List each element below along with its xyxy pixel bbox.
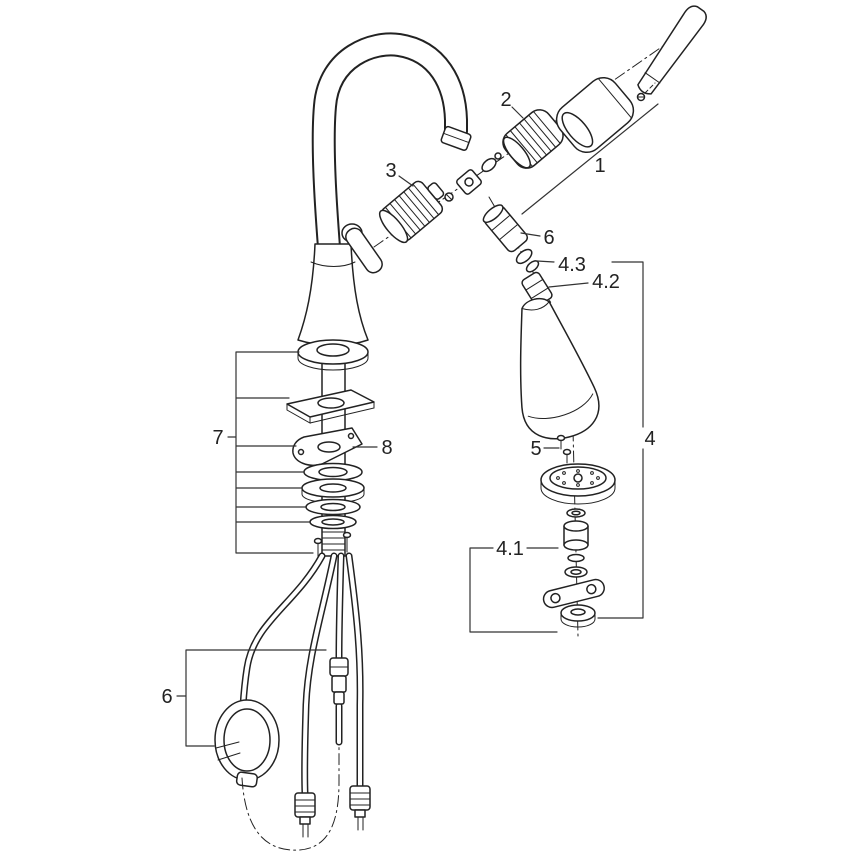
callout-1: 1: [594, 155, 605, 177]
spray-face-thickness: [540, 479, 616, 505]
callout-4-2: 4.2: [592, 271, 620, 293]
cartridge-nut: [456, 169, 482, 195]
washer-hole: [318, 466, 348, 478]
aerator-tip: [440, 125, 472, 151]
head-adapter: [521, 271, 553, 307]
callout-6-upper: 6: [543, 227, 554, 249]
callout-4-3: 4.3: [558, 254, 586, 276]
side-lever: [345, 227, 383, 274]
stack-washer-hole: [571, 510, 581, 516]
leader-1: [521, 103, 659, 215]
callout-6-lower: 6: [161, 686, 172, 708]
callout-5: 5: [530, 438, 541, 460]
deck-plate-edge: [286, 401, 375, 424]
hose-coupling: [482, 204, 529, 253]
supply-nut-1-hatch: [294, 799, 316, 813]
leader-6-upper: [520, 232, 541, 237]
leader-4-2: [548, 282, 589, 288]
faucet-body-group: [297, 32, 472, 346]
handle-screw-axis: [644, 82, 656, 94]
washer-hole: [320, 502, 346, 512]
supply-nut-2: [349, 785, 371, 811]
hose-quick-connector-mid: [331, 675, 347, 693]
supply-nut-1-neck: [299, 816, 311, 825]
supply-tail-2: [357, 816, 364, 831]
callout-4: 4: [644, 428, 655, 450]
escutcheon-thickness: [297, 351, 369, 371]
stack-disc-hole: [570, 608, 586, 616]
stack-washer: [567, 553, 585, 563]
callout-7: 7: [212, 427, 223, 449]
body-seam: [310, 261, 356, 267]
callout-8: 8: [381, 437, 392, 459]
mounting-arm: [542, 578, 605, 609]
stack-ring-hole: [570, 569, 582, 575]
tiny-screw: [494, 152, 502, 160]
supply-hose-2-inner: [347, 554, 363, 789]
supply-hose-1-inner: [302, 554, 336, 796]
hose-quick-connector-end: [333, 691, 345, 705]
supply-tail-1: [302, 823, 309, 838]
handle-cartridge-group: [378, 5, 707, 244]
spray-head-group: [482, 204, 616, 628]
callout-labels: 1 2 3 4 4.1 4.2 4.3 5 6 6 7 8: [161, 89, 655, 708]
bracket-4-1: [469, 547, 559, 633]
handle-lever: [637, 5, 707, 95]
leader-lines: [176, 103, 659, 747]
small-washer: [481, 157, 497, 173]
spout-tube-inner: [313, 34, 466, 308]
stack-cup-top: [563, 520, 589, 532]
bracket-4: [597, 261, 644, 619]
handle-sleeve: [555, 76, 635, 154]
spacer-ring-hole: [319, 483, 347, 493]
bracket-screw-hole: [297, 448, 305, 456]
pullout-hose-center-inner: [337, 554, 343, 660]
cartridge-screw-slot: [445, 193, 453, 201]
mounting-hardware-group: [286, 339, 375, 559]
stack-disc-thickness: [560, 612, 596, 628]
faucet-body: [297, 243, 369, 346]
supply-nut-2-neck: [354, 809, 366, 818]
leader-3: [398, 175, 414, 187]
hose-group: [214, 552, 371, 851]
supply-nut-1: [294, 792, 316, 818]
callout-3: 3: [385, 160, 396, 182]
callout-4-1: 4.1: [496, 538, 524, 560]
o-rings: [515, 248, 540, 273]
cartridge-cap: [502, 109, 564, 169]
leader-4-3: [536, 260, 555, 263]
spray-nozzles: [556, 469, 600, 487]
hose-travel-path: [241, 743, 340, 851]
bracket-6-lower: [176, 649, 327, 747]
escutcheon-hole: [316, 343, 350, 357]
spray-head-shell: [519, 297, 600, 440]
internal-parts-stack: [542, 508, 605, 628]
washer-hole: [321, 518, 345, 526]
deck-plate-hole: [317, 397, 345, 409]
weight-slit: [215, 741, 241, 761]
stack-cup-bottom: [563, 539, 589, 551]
weight-clasp: [235, 771, 258, 788]
callout-2: 2: [500, 89, 511, 111]
bracket-hole: [317, 441, 341, 453]
bracket-7: [227, 351, 314, 554]
cartridge: [378, 180, 445, 244]
leader-2: [511, 106, 524, 119]
bracket-screw-hole: [347, 432, 355, 440]
hose-weight-inner: [223, 708, 271, 772]
supply-nut-2-hatch: [349, 792, 371, 806]
